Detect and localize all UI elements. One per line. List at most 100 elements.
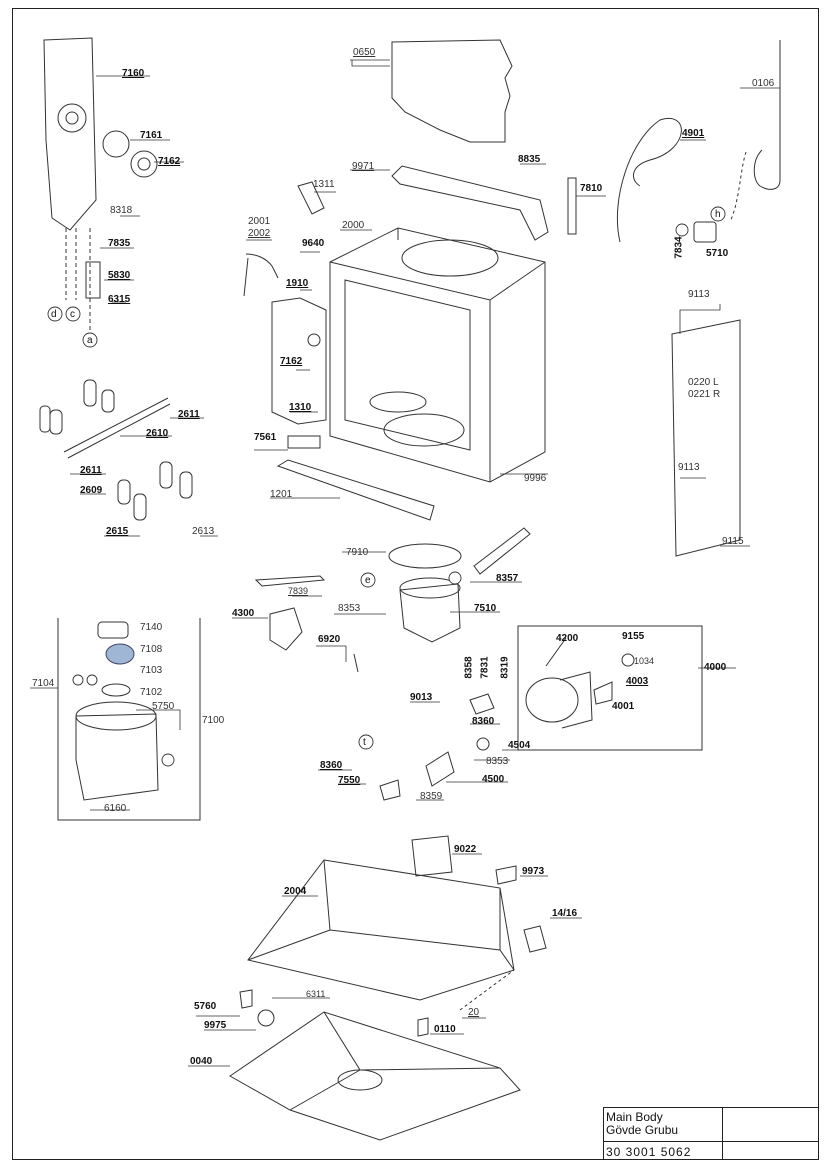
title-block: Main Body Gövde Grubu 30 3001 5062 xyxy=(603,1107,819,1160)
part-label: 7835 xyxy=(108,238,131,249)
part-label: 7160 xyxy=(122,68,145,79)
part-label: 4200 xyxy=(556,633,579,644)
part-label: 7108 xyxy=(140,644,163,655)
part-label: 9973 xyxy=(522,866,545,877)
part-label: 6311 xyxy=(306,989,326,999)
part-label: 7162 xyxy=(158,156,181,167)
part-label: 9113 xyxy=(688,289,710,300)
part-label: 2000 xyxy=(342,220,365,231)
part-label: 9996 xyxy=(524,473,547,484)
callout-c: c xyxy=(70,309,75,320)
part-label: 7510 xyxy=(474,603,497,614)
callout-a: a xyxy=(87,335,93,346)
part-label: 8835 xyxy=(518,154,541,165)
part-label: 7100 xyxy=(202,715,225,726)
part-label: 7103 xyxy=(140,665,163,676)
sump-7510 xyxy=(399,583,461,643)
part-label: 7102 xyxy=(140,687,163,698)
part-label: 5830 xyxy=(108,270,131,281)
part-label: 7561 xyxy=(254,432,277,443)
tub-body-2000 xyxy=(329,227,546,483)
part-label: 8358 xyxy=(463,656,475,679)
part-label: 9975 xyxy=(204,1020,227,1031)
part-label: 2610 xyxy=(146,428,169,439)
part-label: 8360 xyxy=(320,760,343,771)
part-label: 2609 xyxy=(80,485,103,496)
part-label: 2002 xyxy=(248,228,271,239)
part-label: 2613 xyxy=(192,526,215,537)
callout-h: h xyxy=(715,209,721,220)
part-label: 4001 xyxy=(612,701,635,712)
part-label: 7140 xyxy=(140,622,163,633)
part-label: 8353 xyxy=(338,603,361,614)
part-label: 5760 xyxy=(194,1001,217,1012)
part-label: 7831 xyxy=(479,656,491,679)
part-label: 0220 L xyxy=(688,377,719,388)
part-label: 0650 xyxy=(353,47,376,58)
part-label: 7550 xyxy=(338,775,361,786)
part-label: 8353 xyxy=(486,756,509,767)
part-label: 1910 xyxy=(286,278,309,289)
part-label: 2611 xyxy=(80,465,102,476)
part-label: 1311 xyxy=(313,179,335,190)
part-label: 7910 xyxy=(346,547,369,558)
part-label: 4901 xyxy=(682,128,705,139)
part-label: 5750 xyxy=(152,701,175,712)
part-label: 2611 xyxy=(178,409,200,420)
part-label: 0106 xyxy=(752,78,775,89)
part-label: 6315 xyxy=(108,294,131,305)
part-label: 8360 xyxy=(472,716,495,727)
bottom-tray-0040 xyxy=(229,1011,521,1141)
part-label: 6160 xyxy=(104,803,127,814)
part-label: 7162 xyxy=(280,356,303,367)
assembly-name-en: Main Body xyxy=(606,1110,663,1124)
part-label: 4500 xyxy=(482,774,505,785)
part-label: 2615 xyxy=(106,526,129,537)
part-label: 14/16 xyxy=(552,908,578,919)
callout-t: t xyxy=(363,737,366,748)
part-label: 8319 xyxy=(499,656,511,679)
part-label: 2004 xyxy=(284,886,307,897)
part-label: 9640 xyxy=(302,238,325,249)
part-label: 4000 xyxy=(704,662,727,673)
part-label: 9155 xyxy=(622,631,645,642)
base-frame-2004 xyxy=(247,859,515,1001)
part-label: 0040 xyxy=(190,1056,213,1067)
callout-d: d xyxy=(51,309,57,320)
dispenser-unit-7160 xyxy=(43,37,97,231)
part-label: 9115 xyxy=(722,536,744,547)
title-block-divider xyxy=(722,1108,723,1159)
part-label: 9971 xyxy=(352,161,375,172)
part-label: 8318 xyxy=(110,205,133,216)
part-label: 2001 xyxy=(248,216,271,227)
part-label: 8359 xyxy=(420,791,443,802)
part-label: 1310 xyxy=(289,402,312,413)
part-label: 7839 xyxy=(288,586,309,596)
part-label: 0221 R xyxy=(688,389,721,400)
part-label: 4504 xyxy=(508,740,531,751)
part-label: 9022 xyxy=(454,844,477,855)
assembly-name-tr: Gövde Grubu xyxy=(606,1123,679,1137)
part-label: 5710 xyxy=(706,248,729,259)
drawing-code: 30 3001 5062 xyxy=(606,1145,692,1159)
part-label: 6920 xyxy=(318,634,341,645)
part-label: 9013 xyxy=(410,692,433,703)
part-label: 0110 xyxy=(434,1024,456,1035)
title-block-divider xyxy=(604,1141,818,1142)
part-label: 7161 xyxy=(140,130,163,141)
callout-e: e xyxy=(365,575,371,586)
top-rail-9971 xyxy=(391,165,549,241)
pump-box-4000 xyxy=(517,625,703,751)
part-label: 1201 xyxy=(270,489,293,500)
part-label: 9113 xyxy=(678,462,700,473)
part-label: 7104 xyxy=(32,678,55,689)
softener-7100 xyxy=(75,713,159,801)
part-label: 8357 xyxy=(496,573,519,584)
side-panel-0220-0221 xyxy=(671,319,741,557)
drawing-frame xyxy=(12,8,819,1160)
part-label: 4300 xyxy=(232,608,255,619)
part-label: 7834 xyxy=(673,236,685,259)
part-label: 7810 xyxy=(580,183,603,194)
insulation-panel-0650 xyxy=(391,39,513,143)
